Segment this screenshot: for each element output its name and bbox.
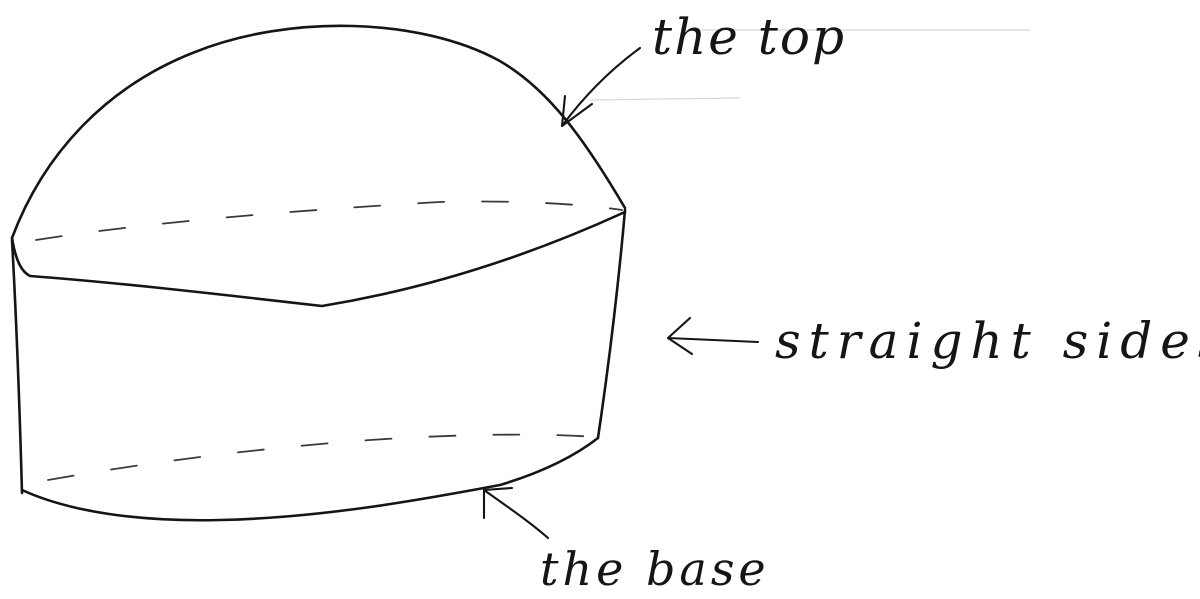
dome-top-outline bbox=[12, 26, 625, 238]
arrow-to-sides bbox=[668, 338, 758, 342]
arrow-to-base bbox=[484, 490, 548, 538]
base-front-edge bbox=[22, 438, 598, 520]
arrow-to-sides-head bbox=[668, 318, 692, 354]
top-rim-hidden-edge bbox=[36, 201, 622, 240]
base-hidden-edge bbox=[48, 435, 596, 480]
right-side-edge bbox=[598, 210, 625, 438]
label-the-top: the top bbox=[652, 8, 846, 66]
label-the-base: the base bbox=[540, 542, 770, 596]
arrow-to-top-head bbox=[562, 96, 592, 126]
top-rim-front-edge bbox=[12, 212, 625, 306]
arrow-to-top bbox=[562, 48, 640, 126]
label-straight-sides: straight sides bbox=[775, 312, 1200, 370]
smudge-mark bbox=[590, 98, 740, 100]
left-side-edge bbox=[12, 240, 22, 493]
